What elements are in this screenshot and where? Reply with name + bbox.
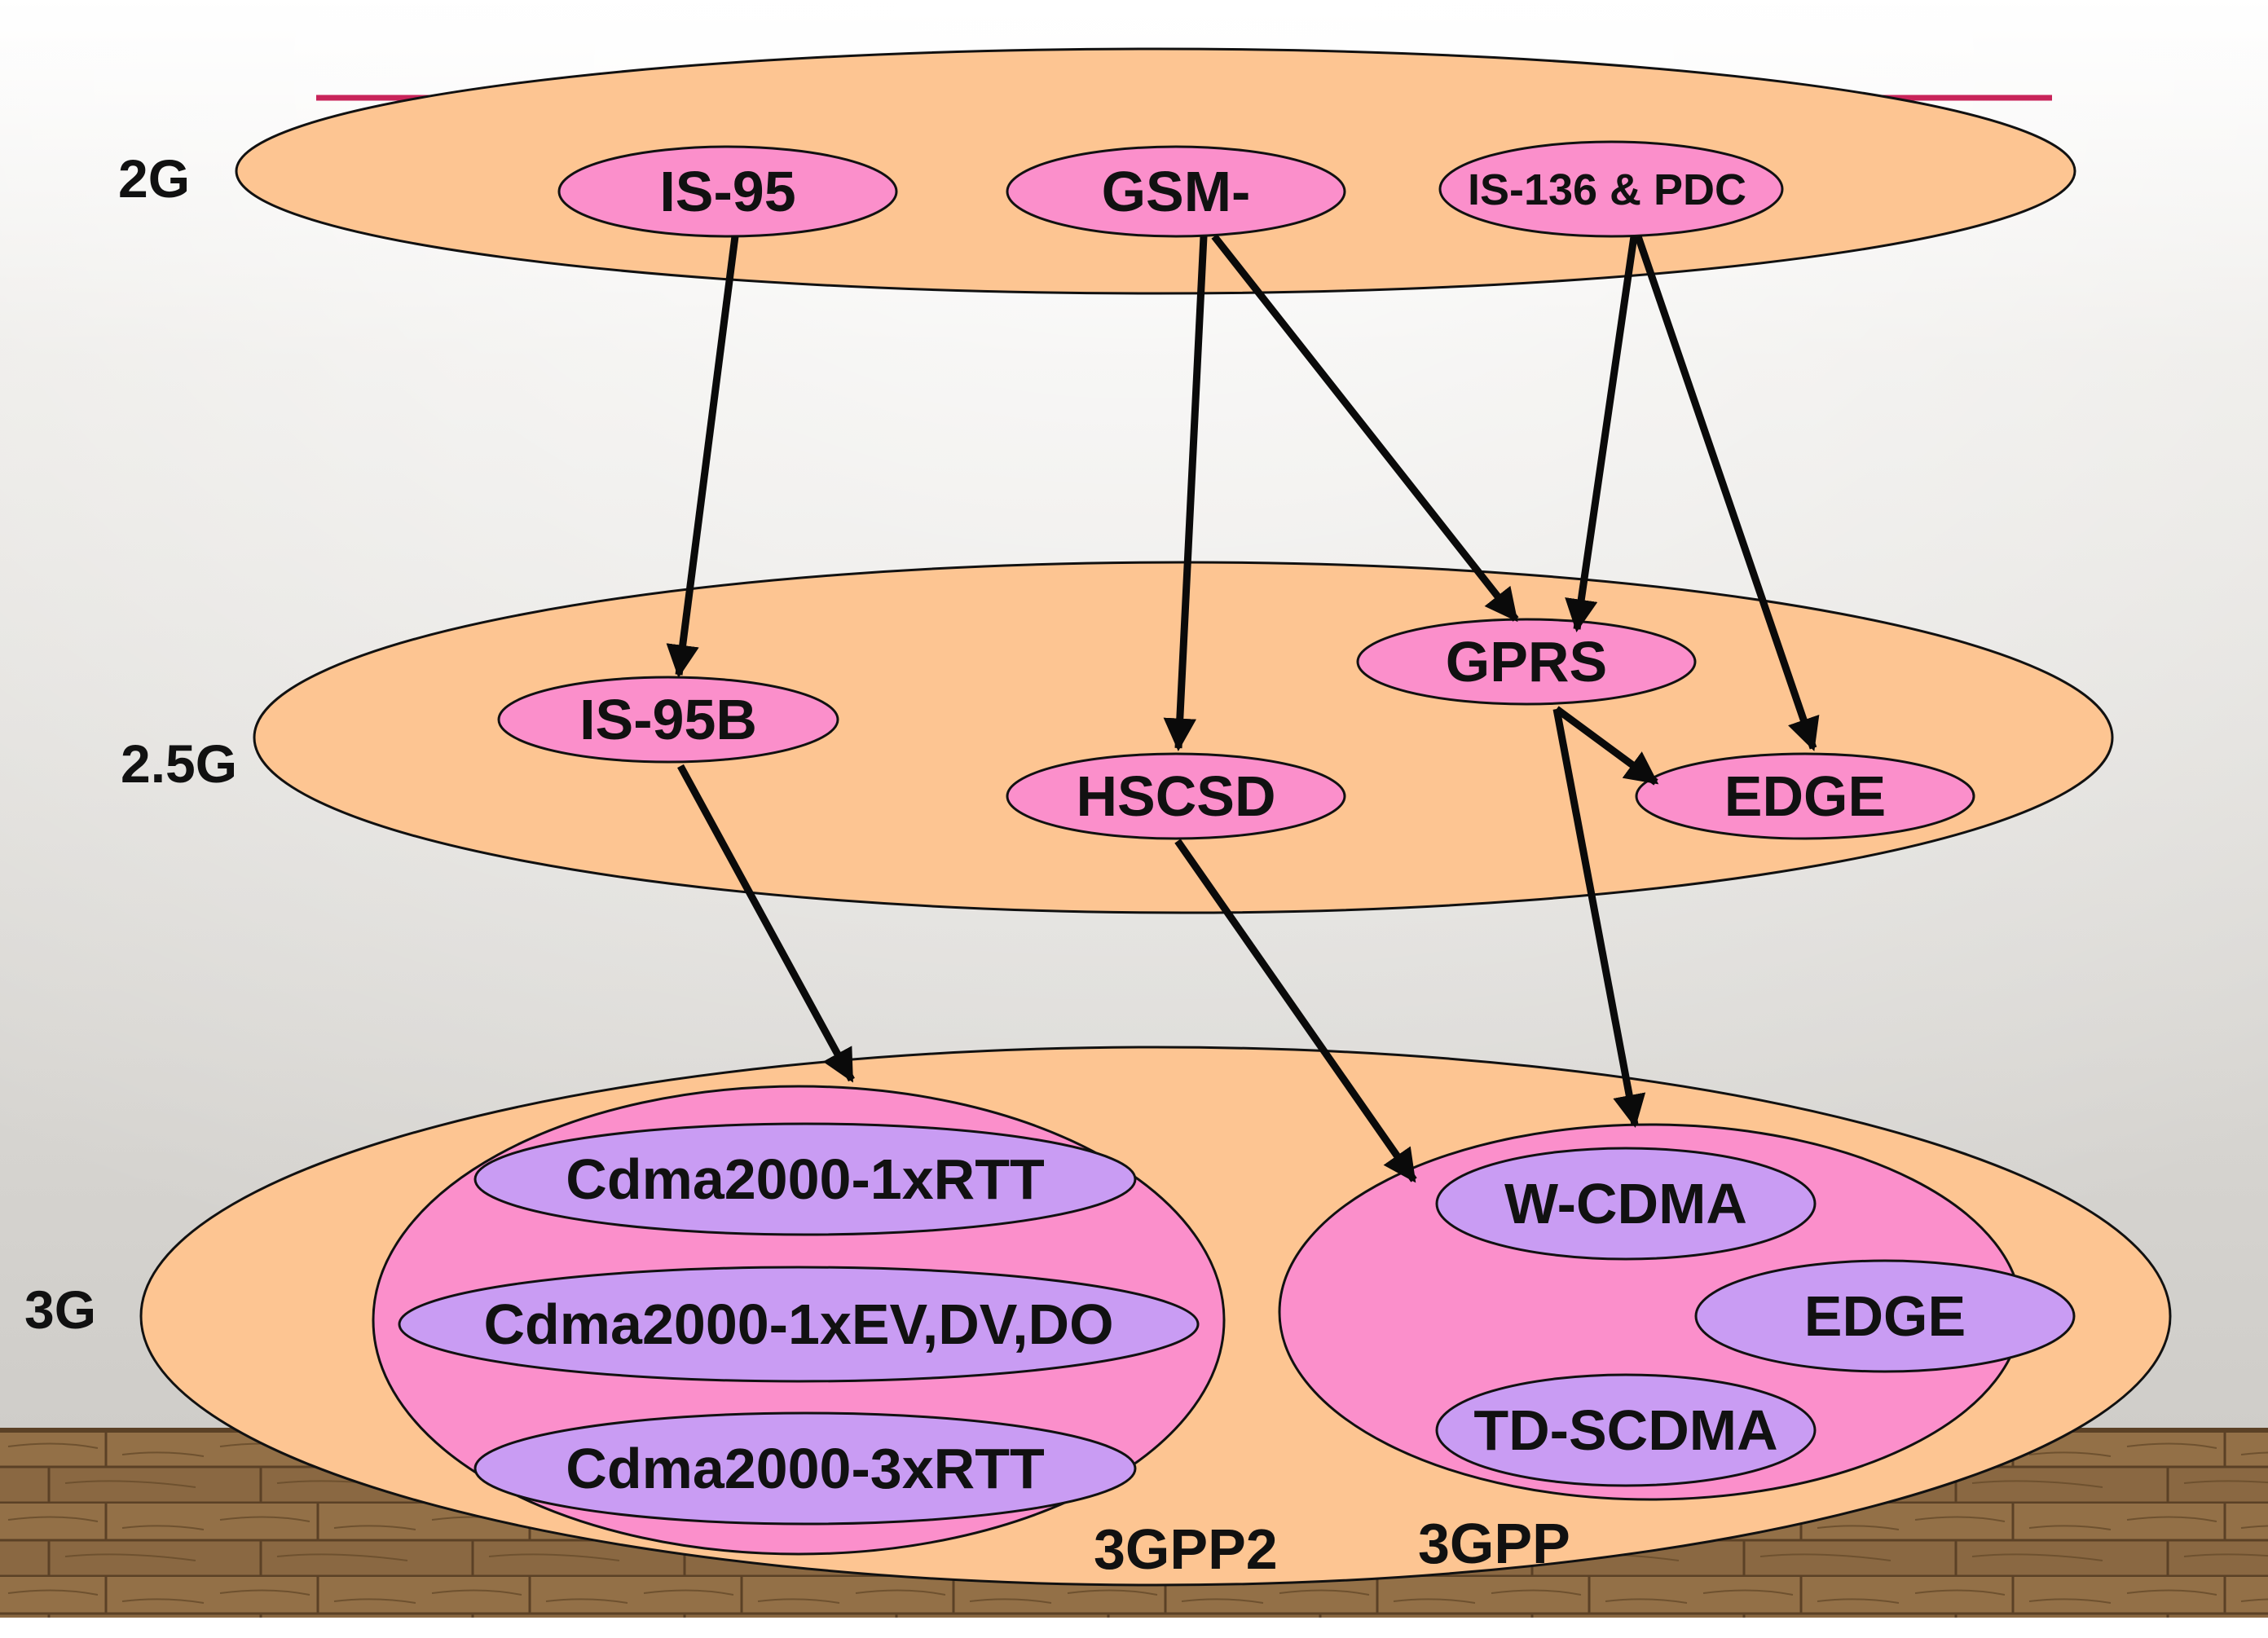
node-td-scdma bbox=[1435, 1373, 1817, 1487]
arrow-is-136-to-gprs bbox=[1565, 236, 1638, 633]
node-label-cdma2000-1xrtt: Cdma2000-1xRTT bbox=[566, 1147, 1044, 1211]
node-is-136-pdc bbox=[1438, 140, 1784, 238]
node-cdma2000-1xrtt bbox=[473, 1122, 1137, 1236]
node-label-is-95b: IS-95B bbox=[579, 688, 757, 751]
node-edge-2-5g bbox=[1635, 752, 1975, 840]
node-label-cdma2000-3xrtt: Cdma2000-3xRTT bbox=[566, 1437, 1044, 1500]
generation-label-2-5g: 2.5G bbox=[121, 733, 237, 794]
node-label-edge-3g: EDGE bbox=[1804, 1284, 1966, 1348]
arrow-is-136-to-edge bbox=[1634, 235, 1820, 751]
node-label-td-scdma: TD-SCDMA bbox=[1473, 1398, 1777, 1462]
node-cdma2000-1xev bbox=[398, 1266, 1200, 1383]
arrow-is-95-to-is-95b bbox=[666, 236, 739, 679]
arrow-gprs-to-3gpp bbox=[1552, 708, 1646, 1128]
node-label-w-cdma: W-CDMA bbox=[1504, 1172, 1747, 1235]
arrow-is-95b-to-3gpp2 bbox=[677, 764, 855, 1083]
node-w-cdma bbox=[1435, 1147, 1817, 1261]
generation-label-2g: 2G bbox=[118, 148, 190, 209]
group-label-3gpp: 3GPP bbox=[1418, 1512, 1570, 1575]
node-gprs bbox=[1356, 618, 1697, 706]
arrow-gsm-to-gprs bbox=[1211, 234, 1519, 623]
node-label-cdma2000-1xev: Cdma2000-1xEV,DV,DO bbox=[483, 1292, 1113, 1356]
node-label-is-136-pdc: IS-136 & PDC bbox=[1468, 165, 1746, 214]
node-label-is-95: IS-95 bbox=[659, 160, 795, 223]
node-edge-3g bbox=[1694, 1259, 2076, 1373]
arrow-gsm-to-hscsd bbox=[1163, 236, 1208, 752]
node-label-gprs: GPRS bbox=[1446, 630, 1607, 694]
bottom-white-strip bbox=[0, 1618, 2268, 1634]
node-hscsd bbox=[1006, 752, 1346, 840]
arrow-hscsd-to-3gpp bbox=[1174, 839, 1417, 1183]
group-label-3gpp2: 3GPP2 bbox=[1094, 1517, 1278, 1581]
node-label-hscsd: HSCSD bbox=[1076, 764, 1275, 828]
node-is-95 bbox=[557, 145, 898, 238]
node-cdma2000-3xrtt bbox=[473, 1411, 1137, 1526]
arrow-gprs-to-edge bbox=[1554, 706, 1659, 786]
node-gsm bbox=[1006, 145, 1346, 238]
arrow-layer bbox=[666, 234, 1820, 1183]
generation-label-3g: 3G bbox=[24, 1279, 96, 1340]
node-label-edge-2-5g: EDGE bbox=[1724, 764, 1886, 828]
node-label-gsm: GSM- bbox=[1102, 160, 1251, 223]
